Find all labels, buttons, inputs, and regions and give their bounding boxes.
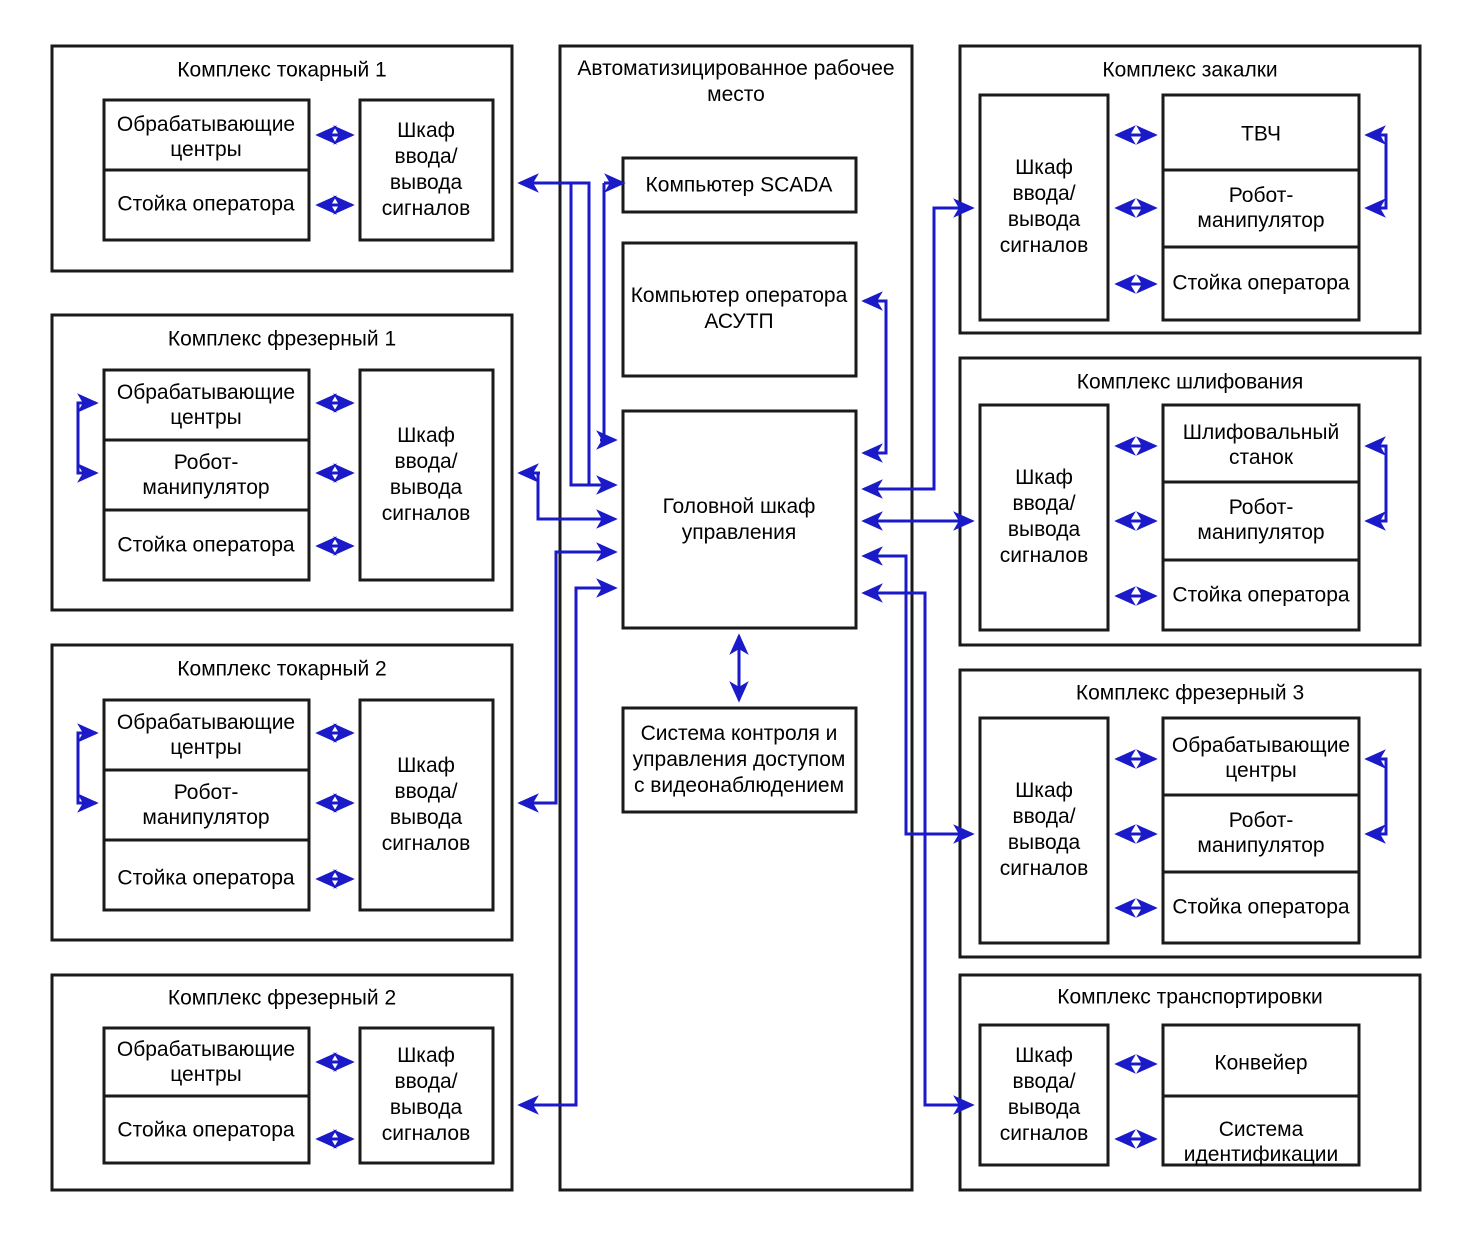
io-cabinet-l1 <box>358 98 495 242</box>
unit-operator-console-m2: Стойка оператора <box>117 1119 294 1142</box>
unit-stack <box>102 368 311 582</box>
node-main-cabinet[interactable] <box>621 409 858 630</box>
bus-m2-cabinet <box>520 586 615 1107</box>
unit-stack <box>1161 93 1361 322</box>
unit-operator-console-m3: Стойка оператора <box>1172 896 1349 919</box>
group-outline <box>50 313 514 612</box>
unit-operator-console-l2: Стойка оператора <box>117 867 294 890</box>
unit-tvch: ТВЧ <box>1241 123 1281 146</box>
unit-stack <box>1161 403 1361 632</box>
io-cabinet-hd <box>978 93 1110 322</box>
unit-robot-l2: Робот-манипулятор <box>142 781 269 829</box>
io-cabinet-l2 <box>358 698 495 912</box>
group-outline <box>958 356 1422 647</box>
unit-robot-m1: Робот-манипулятор <box>142 451 269 499</box>
io-cabinet-gr <box>978 403 1110 632</box>
unit-stack <box>1161 716 1361 945</box>
io-cabinet-m3 <box>978 716 1110 945</box>
group-outline <box>958 973 1422 1192</box>
unit-stack <box>102 698 311 912</box>
bus-scada-feed-riser <box>520 181 591 485</box>
unit-operator-console-hd: Стойка оператора <box>1172 272 1349 295</box>
group-title: Комплекс шлифования <box>1077 371 1304 394</box>
group-outline <box>958 668 1422 959</box>
group-title: Комплекс закалки <box>1102 59 1277 82</box>
group-title: Комплекс фрезерный 1 <box>168 328 396 351</box>
io-cabinet-m2 <box>358 1026 495 1165</box>
node-asutp[interactable] <box>621 241 858 378</box>
group-title: Комплекс токарный 1 <box>177 59 386 82</box>
group-outline <box>50 643 514 942</box>
group-title: Комплекс фрезерный 3 <box>1076 682 1304 705</box>
node-access-control[interactable] <box>621 706 858 814</box>
unit-operator-console-m1: Стойка оператора <box>117 534 294 557</box>
bus-cabinet-to-transport <box>864 591 972 1107</box>
unit-operator-console-gr: Стойка оператора <box>1172 584 1349 607</box>
unit-robot-gr: Робот-манипулятор <box>1197 496 1324 544</box>
node-scada-label: Компьютер SCADA <box>646 174 833 197</box>
group-title: Комплекс транспортировки <box>1057 986 1323 1009</box>
group-title: Комплекс фрезерный 2 <box>168 987 396 1010</box>
unit-robot-m3: Робот-манипулятор <box>1197 809 1324 857</box>
io-cabinet-tr <box>978 1023 1110 1167</box>
unit-robot-hd: Робот-манипулятор <box>1197 184 1324 232</box>
group-outline <box>50 44 514 273</box>
group-outline <box>50 973 514 1192</box>
unit-conveyor: Конвейер <box>1214 1052 1307 1075</box>
bus-cabinet-to-mill3 <box>864 554 972 836</box>
workstation-outline <box>558 44 914 1192</box>
group-title: Комплекс токарный 2 <box>177 658 386 681</box>
io-cabinet-m1 <box>358 368 495 582</box>
bus-cabinet-to-hardening <box>864 206 972 491</box>
unit-operator-console-l1: Стойка оператора <box>117 193 294 216</box>
group-outline <box>958 44 1422 335</box>
